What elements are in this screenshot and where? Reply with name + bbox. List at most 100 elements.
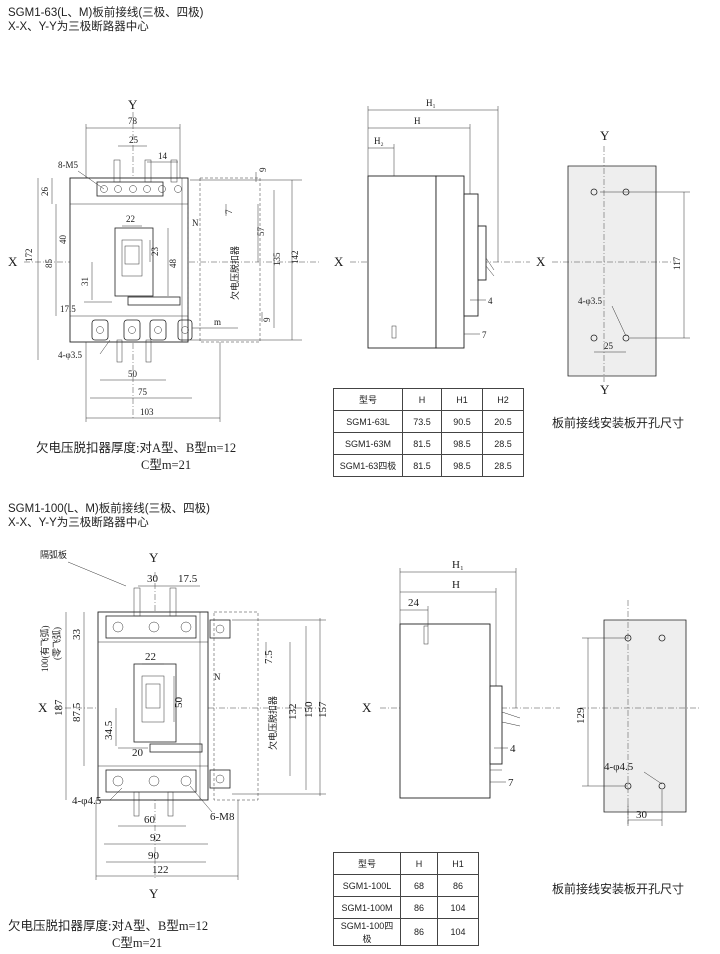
table-row: SGM1-100M 86 104 <box>333 896 479 919</box>
undervoltage-release-area <box>199 177 261 343</box>
panel-dim-holes: 4-φ3.5 <box>578 296 602 306</box>
dim-78: 78 <box>128 116 138 126</box>
mounting-plate <box>567 165 657 377</box>
dim-142: 142 <box>290 251 300 265</box>
table-row: SGM1-100L 68 86 <box>333 874 479 897</box>
dim-34-5: 34.5 <box>103 720 115 740</box>
dim-22: 22 <box>145 651 156 663</box>
side-axis-x: X <box>362 700 372 715</box>
panel-dim-holes: 4-φ4.5 <box>604 761 634 773</box>
panel-dim-117: 117 <box>672 256 682 270</box>
section2-panel-caption: 板前接线安装板开孔尺寸 <box>552 882 685 896</box>
dim-9-bottom: 9 <box>262 317 272 322</box>
dim-135: 135 <box>272 252 282 266</box>
section1-note: 欠电压脱扣器厚度:对A型、B型m=12 C型m=21 <box>36 440 236 474</box>
panel-axis-x: X <box>536 254 546 269</box>
dim-122: 122 <box>152 864 169 876</box>
axis-x-label: X <box>8 254 18 269</box>
section2-side-view: X H₁ H 24 4 7 <box>362 559 560 799</box>
mounting-plate <box>603 619 687 813</box>
dim-157: 157 <box>317 701 329 718</box>
dim-90: 90 <box>148 850 160 862</box>
section2-subtitle: X-X、Y-Y为三极断路器中心 <box>8 517 149 529</box>
section2-title: SGM1-100(L、M)板前接线(三极、四极) <box>8 503 210 515</box>
table-row: SGM1-100四极 86 104 <box>333 918 479 946</box>
section1-title: SGM1-63(L、M)板前接线(三极、四极) <box>8 7 204 19</box>
table-header-row: 型号 H H1 <box>333 852 479 875</box>
breaker-body <box>97 611 209 801</box>
table-cell: 86 <box>400 918 438 946</box>
table-cell: SGM1-100四极 <box>333 918 401 946</box>
table-cell: 104 <box>437 896 479 919</box>
table-cell: SGM1-100M <box>333 896 401 919</box>
top-terminals <box>105 587 231 639</box>
axis-x-label: X <box>38 700 48 715</box>
table-header-row: 型号 H H1 H2 <box>333 388 524 411</box>
table-row: SGM1-63四极 81.5 98.5 28.5 <box>333 454 524 477</box>
dim-26: 26 <box>40 187 50 197</box>
dim-57: 57 <box>256 227 266 237</box>
dim-103: 103 <box>140 407 154 417</box>
top-terminals <box>96 159 182 197</box>
dim-60: 60 <box>144 814 156 826</box>
section1-side-view: X H₁ H H₂ 4 7 <box>334 98 530 349</box>
undervoltage-release-area <box>213 611 259 801</box>
section2-heading: SGM1-100(L、M)板前接线(三极、四极) X-X、Y-Y为三极断路器中心 <box>8 502 210 530</box>
arc-label-2: (零飞弧) <box>51 627 62 660</box>
side-dim-7: 7 <box>482 330 487 340</box>
side-dim-7: 7 <box>508 777 514 789</box>
side-dim-h: H <box>414 116 421 126</box>
dim-30: 30 <box>147 573 159 585</box>
bottom-terminals <box>91 319 193 363</box>
dim-92: 92 <box>150 832 161 844</box>
neutral-pole-label: N <box>214 672 221 682</box>
section2-note-line1: 欠电压脱扣器厚度:对A型、B型m=12 <box>8 919 209 933</box>
dim-7-5: 7.5 <box>263 650 275 664</box>
table-cell: 86 <box>437 874 479 897</box>
dim-50: 50 <box>173 697 185 709</box>
axis-y-bottom-label: Y <box>149 886 159 901</box>
table-row: SGM1-63L 73.5 90.5 20.5 <box>333 410 524 433</box>
side-body <box>399 623 491 799</box>
neutral-pole-label: N <box>192 218 199 228</box>
undervoltage-release-label: 欠电压脱扣器 <box>229 246 240 300</box>
section1-subtitle: X-X、Y-Y为三极断路器中心 <box>8 21 149 33</box>
dim-23: 23 <box>150 247 160 257</box>
side-dim-24: 24 <box>408 597 420 609</box>
side-dim-h1: H₁ <box>452 559 464 571</box>
dim-9-top: 9 <box>258 167 268 172</box>
dim-17-5: 17.5 <box>178 573 198 585</box>
dim-31: 31 <box>80 277 90 286</box>
dim-132: 132 <box>287 704 299 721</box>
dim-40: 40 <box>58 235 68 245</box>
dim-screws: 8-M5 <box>58 160 78 170</box>
axis-y-top-label: Y <box>149 550 159 565</box>
table-header-cell: 型号 <box>333 852 401 875</box>
section1-note-line1: 欠电压脱扣器厚度:对A型、B型m=12 <box>36 441 237 455</box>
section2-note: 欠电压脱扣器厚度:对A型、B型m=12 C型m=21 <box>8 918 208 952</box>
table-cell: 86 <box>400 896 438 919</box>
dim-holes: 4-φ4.5 <box>72 795 102 807</box>
dim-172: 172 <box>24 249 34 263</box>
section2-note-line2: C型m=21 <box>112 936 163 950</box>
table-cell: SGM1-63四极 <box>333 454 403 477</box>
side-dim-h1: H₁ <box>426 98 436 108</box>
table-header-cell: H1 <box>437 852 479 875</box>
dim-25: 25 <box>129 135 139 145</box>
side-dim-h: H <box>452 579 460 591</box>
table-cell: 104 <box>437 918 479 946</box>
section2-mounting-panel: 129 4-φ4.5 30 <box>575 600 700 826</box>
axis-y-label: Y <box>128 97 138 112</box>
breaker-body <box>69 177 189 343</box>
section1-front-view: Y X <box>8 97 320 422</box>
dim-75: 75 <box>138 387 148 397</box>
handle-window <box>114 227 154 297</box>
table-header-cell: H <box>400 852 438 875</box>
section2-front-view: Y Y X 隔弧板 <box>38 549 329 901</box>
panel-axis-y-bottom: Y <box>600 382 610 397</box>
panel-dim-30: 30 <box>636 809 648 821</box>
dim-33: 33 <box>71 629 83 641</box>
side-dim-4: 4 <box>510 743 516 755</box>
